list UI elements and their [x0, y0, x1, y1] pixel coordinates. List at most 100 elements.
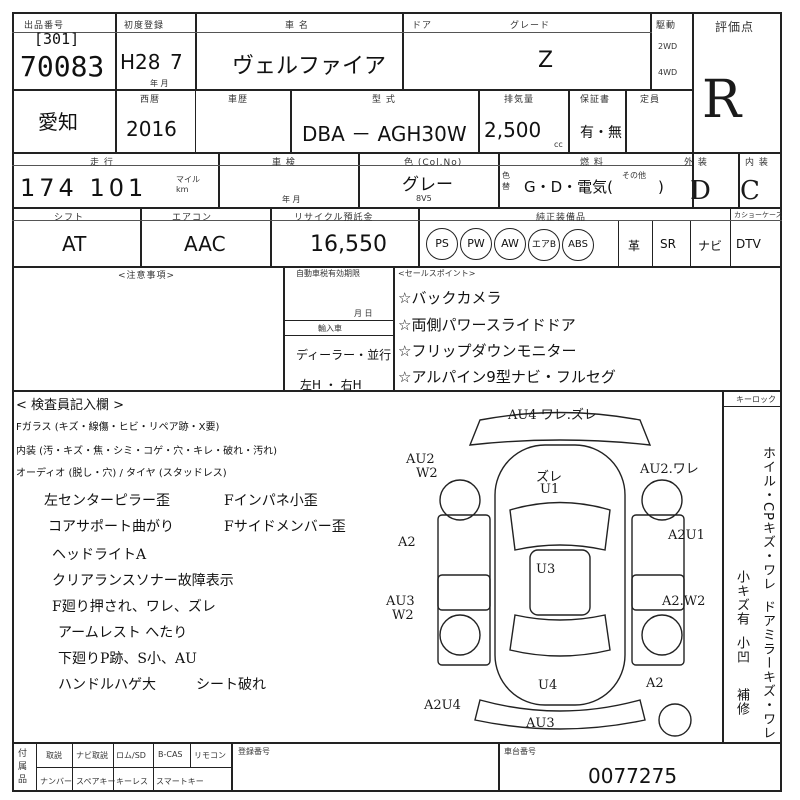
note-right-1: Fインパネ小歪 — [224, 493, 318, 509]
chassis-label: 車台番号 — [504, 747, 536, 756]
acc-spare-key: スペアキー — [76, 777, 116, 786]
capacity-label: 定員 — [640, 95, 661, 105]
caution-label: <注意事項> — [118, 271, 176, 281]
equip-aw: AW — [494, 228, 526, 260]
note-right-3: シート破れ — [196, 677, 266, 693]
accessories-label: 付属品 — [18, 749, 28, 785]
grade-label: グレード — [510, 21, 551, 31]
side-text-5: 補修 — [734, 688, 749, 716]
reg-mark-label: 車歴 — [228, 95, 249, 105]
region: 愛知 — [38, 110, 78, 134]
mark-left-mid: A2 — [398, 535, 416, 550]
exterior: D — [690, 176, 711, 206]
selling-point-4: ☆アルパイン9型ナビ・フルセグ — [398, 368, 616, 386]
displacement: 2,500 — [484, 118, 542, 142]
mark-top-left: AU2 — [406, 452, 435, 467]
mileage: 174 101 — [20, 174, 148, 202]
drive-label: 駆動 — [656, 21, 677, 31]
color: グレー — [402, 175, 453, 195]
equip-navi: ナビ — [698, 239, 723, 253]
mark-top-left-w: W2 — [416, 466, 438, 481]
car-diagram — [437, 411, 692, 737]
mark-bottom: AU3 — [526, 716, 555, 731]
keyless-label: キーロック — [736, 395, 776, 404]
acc-navi-manual: ナビ取説 — [76, 751, 108, 760]
acc-rom-sd: ロム/SD — [116, 751, 146, 760]
note-left-5: F廻り押され、ワレ、ズレ — [52, 599, 216, 615]
mark-hood: ズレ — [536, 470, 563, 485]
selling-label: <セールスポイント> — [398, 269, 476, 278]
door-label: ドア — [412, 21, 433, 31]
drive-4wd: 4WD — [658, 68, 678, 77]
recycle: 16,550 — [310, 232, 387, 257]
score-label: 評価点 — [715, 20, 755, 34]
selling-point-3: ☆フリップダウンモニター — [398, 342, 577, 360]
mark-bottom-right: A2 — [646, 676, 664, 691]
selling-point-2: ☆両側パワースライドドア — [398, 316, 576, 334]
fuel-other: その他 — [622, 171, 646, 180]
note-left-2: コアサポート曲がり — [48, 519, 174, 535]
warranty-label: 保証書 — [580, 95, 611, 105]
note-left-8: ハンドルハゲ大 — [58, 677, 156, 693]
score: R — [702, 70, 742, 130]
chassis-number: 0077275 — [588, 764, 678, 788]
mileage-label: 走 行 — [90, 158, 114, 168]
fuel-options: G・D・電気( ) — [524, 178, 664, 196]
lot-label: [301] — [34, 30, 80, 48]
displacement-label: 排気量 — [504, 95, 535, 105]
year-label: 西暦 — [140, 95, 161, 105]
note-right-2: Fサイドメンバー歪 — [224, 519, 346, 535]
equip-airbag: エアB — [528, 229, 560, 261]
note-left-6: アームレスト へたり — [58, 625, 188, 641]
side-text-4: 小凹 — [734, 636, 749, 664]
mark-bottom-left: A2U4 — [424, 698, 461, 713]
warranty: 有・無 — [580, 125, 622, 141]
side-text-2: 小キズ有 — [734, 570, 749, 626]
cc-unit: cc — [554, 140, 563, 149]
acc-manual: 取説 — [46, 751, 62, 760]
navi-label: カショーケース — [734, 211, 783, 219]
side-text-1: ホイル・CPキズ・ワレ — [760, 446, 775, 591]
interior: C — [740, 176, 760, 206]
expiry-label: 自動車税有効期限 — [296, 269, 360, 278]
exterior-label: 外 装 — [684, 158, 708, 168]
note-left-4: クリアランスソナー故障表示 — [52, 573, 234, 589]
equip-leather: 革 — [628, 239, 641, 253]
reg-label: 初度登録 — [124, 21, 165, 31]
repaint-label: 色替 — [502, 171, 510, 191]
mileage-units: マイル km — [176, 175, 200, 194]
acc-remote: リモコン — [194, 751, 226, 760]
import-label: 輸入車 — [318, 324, 342, 333]
lot-label-caption: 出品番号 — [24, 21, 65, 31]
ac: AAC — [184, 232, 226, 256]
selling-point-1: ☆バックカメラ — [398, 289, 502, 307]
steering: 左H ・ 右H — [300, 378, 362, 392]
note-left-3: ヘッドライトA — [52, 547, 147, 563]
shift-label: シフト — [54, 213, 85, 223]
reg-era: H28 — [120, 50, 161, 74]
mark-right-mid: A2U1 — [668, 528, 705, 543]
audio-line: オーディオ (脱し・穴) / タイヤ (スタッドレス) — [16, 468, 227, 479]
year: 2016 — [126, 117, 177, 141]
acc-keyless: キーレス — [116, 777, 148, 786]
mark-hood-u: U1 — [540, 482, 560, 497]
mark-center: U3 — [536, 562, 556, 577]
acc-plate: ナンバー — [40, 777, 72, 786]
interior-line: 内装 (汚・キズ・焦・シミ・コゲ・穴・キレ・破れ・汚れ) — [16, 446, 277, 457]
drive-2wd: 2WD — [658, 42, 678, 51]
ac-label: エアコン — [172, 213, 213, 223]
mark-rear-center: U4 — [538, 678, 558, 693]
reg-num-label: 登録番号 — [238, 747, 270, 756]
inspection-units: 年 月 — [282, 195, 301, 204]
recycle-label: リサイクル預託金 — [294, 213, 374, 223]
note-left-7: 下廻りP跡、S小、AU — [58, 651, 197, 667]
equip-pw: PW — [460, 228, 492, 260]
model-label: 型 式 — [372, 95, 396, 105]
side-text-3: ドアミラーキズ・ワレ — [760, 600, 775, 740]
inspection-title: < 検査員記入欄 > — [16, 398, 125, 413]
expiry-units: 月 日 — [354, 309, 373, 318]
interior-label: 内 装 — [745, 158, 769, 168]
lot-number: 70083 — [20, 50, 105, 83]
